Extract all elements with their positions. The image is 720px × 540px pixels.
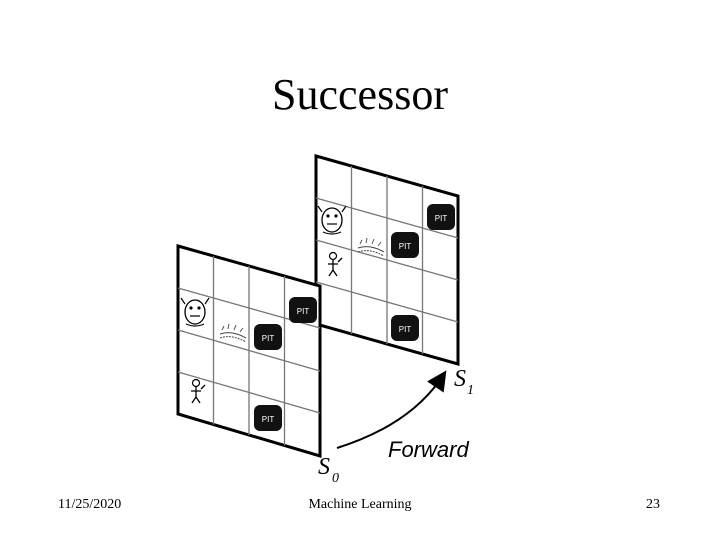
pit-s1-a: PIT: [427, 204, 455, 230]
svg-text:PIT: PIT: [399, 242, 412, 251]
svg-text:PIT: PIT: [262, 334, 275, 343]
footer-date: 11/25/2020: [58, 497, 122, 512]
agent-icon: [191, 378, 206, 404]
footer-page-number: 23: [646, 497, 660, 512]
pit-s1-c: PIT: [391, 315, 419, 341]
pit-s1-b: PIT: [391, 232, 419, 258]
slide-title: Successor: [272, 70, 448, 119]
svg-text:S: S: [454, 366, 466, 392]
svg-text:PIT: PIT: [435, 214, 448, 223]
gold-icon: [219, 323, 247, 343]
gold-icon: [357, 237, 385, 257]
pit-s0-a: PIT: [289, 297, 317, 323]
grid-s0: [176, 244, 322, 459]
pit-s0-b: PIT: [254, 324, 282, 350]
footer-course: Machine Learning: [308, 497, 412, 512]
state-label-s1: S 1: [454, 366, 474, 398]
svg-text:PIT: PIT: [399, 325, 412, 334]
svg-text:1: 1: [467, 383, 474, 398]
svg-text:0: 0: [332, 471, 339, 486]
svg-text:PIT: PIT: [297, 307, 310, 316]
wumpus-icon: [317, 205, 347, 235]
action-label-forward: Forward: [388, 437, 469, 462]
grid-s1: [314, 154, 460, 366]
state-label-s0: S 0: [318, 454, 339, 486]
svg-text:PIT: PIT: [262, 415, 275, 424]
pit-s0-c: PIT: [254, 405, 282, 431]
svg-text:S: S: [318, 454, 330, 480]
forward-arrow: [336, 370, 447, 449]
agent-icon: [328, 251, 343, 277]
wumpus-icon: [180, 297, 210, 327]
